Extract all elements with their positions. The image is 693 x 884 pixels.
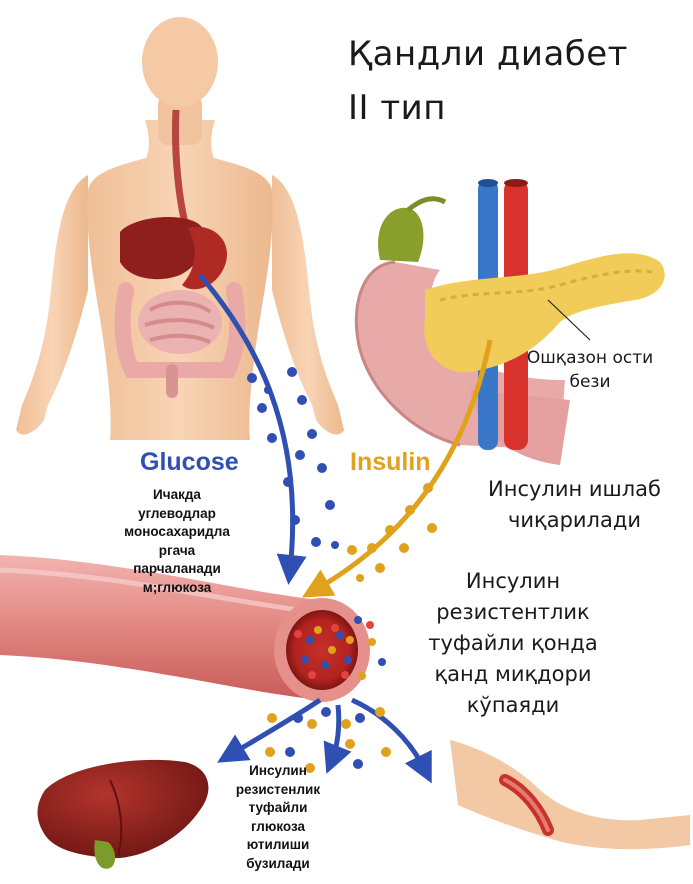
title-line-1: Қандли диабет xyxy=(348,34,628,74)
resistance-line: қанд миқдори xyxy=(378,659,648,690)
liver-note-line: туфайли xyxy=(218,799,338,818)
intestine-line: моносахаридла xyxy=(102,523,252,542)
insulin-production-line: Инсулин ишлаб xyxy=(462,474,687,505)
resistance-line: туфайли қонда xyxy=(378,628,648,659)
resistance-line: кўпаяди xyxy=(378,690,648,721)
title-line-2: II тип xyxy=(348,88,446,128)
liver-note-line: бузилади xyxy=(218,855,338,874)
liver-note-line: Инсулин xyxy=(218,762,338,781)
human-body-icon xyxy=(16,17,344,440)
intestine-line: Ичакда xyxy=(102,486,252,505)
intestine-line: парчаланади xyxy=(102,560,252,579)
resistance-label: Инсулин резистентлик туфайли қонда қанд … xyxy=(378,566,648,721)
resistance-line: Инсулин xyxy=(378,566,648,597)
intestine-line: ргача xyxy=(102,542,252,561)
intestine-label: Ичакда углеводлар моносахаридла ргача па… xyxy=(102,486,252,597)
arm-muscle-icon xyxy=(450,740,690,849)
liver-note-label: Инсулин резистенлик туфайли глюкоза ютил… xyxy=(218,762,338,873)
insulin-production-label: Инсулин ишлаб чиқарилади xyxy=(462,474,687,536)
liver-note-line: резистенлик xyxy=(218,781,338,800)
pancreas-label-line: бези xyxy=(500,370,680,394)
intestine-line: углеводлар xyxy=(102,505,252,524)
insulin-production-line: чиқарилади xyxy=(462,505,687,536)
liver-icon xyxy=(38,760,209,869)
liver-note-line: глюкоза xyxy=(218,818,338,837)
liver-note-line: ютилиши xyxy=(218,836,338,855)
pancreas-label-line: Ошқазон ости xyxy=(500,346,680,370)
intestine-line: м;глюкоза xyxy=(102,579,252,598)
insulin-label: Insulin xyxy=(350,448,431,477)
pancreas-icon xyxy=(356,179,664,465)
pancreas-label: Ошқазон ости бези xyxy=(500,346,680,394)
resistance-line: резистентлик xyxy=(378,597,648,628)
glucose-label: Glucose xyxy=(140,448,239,477)
